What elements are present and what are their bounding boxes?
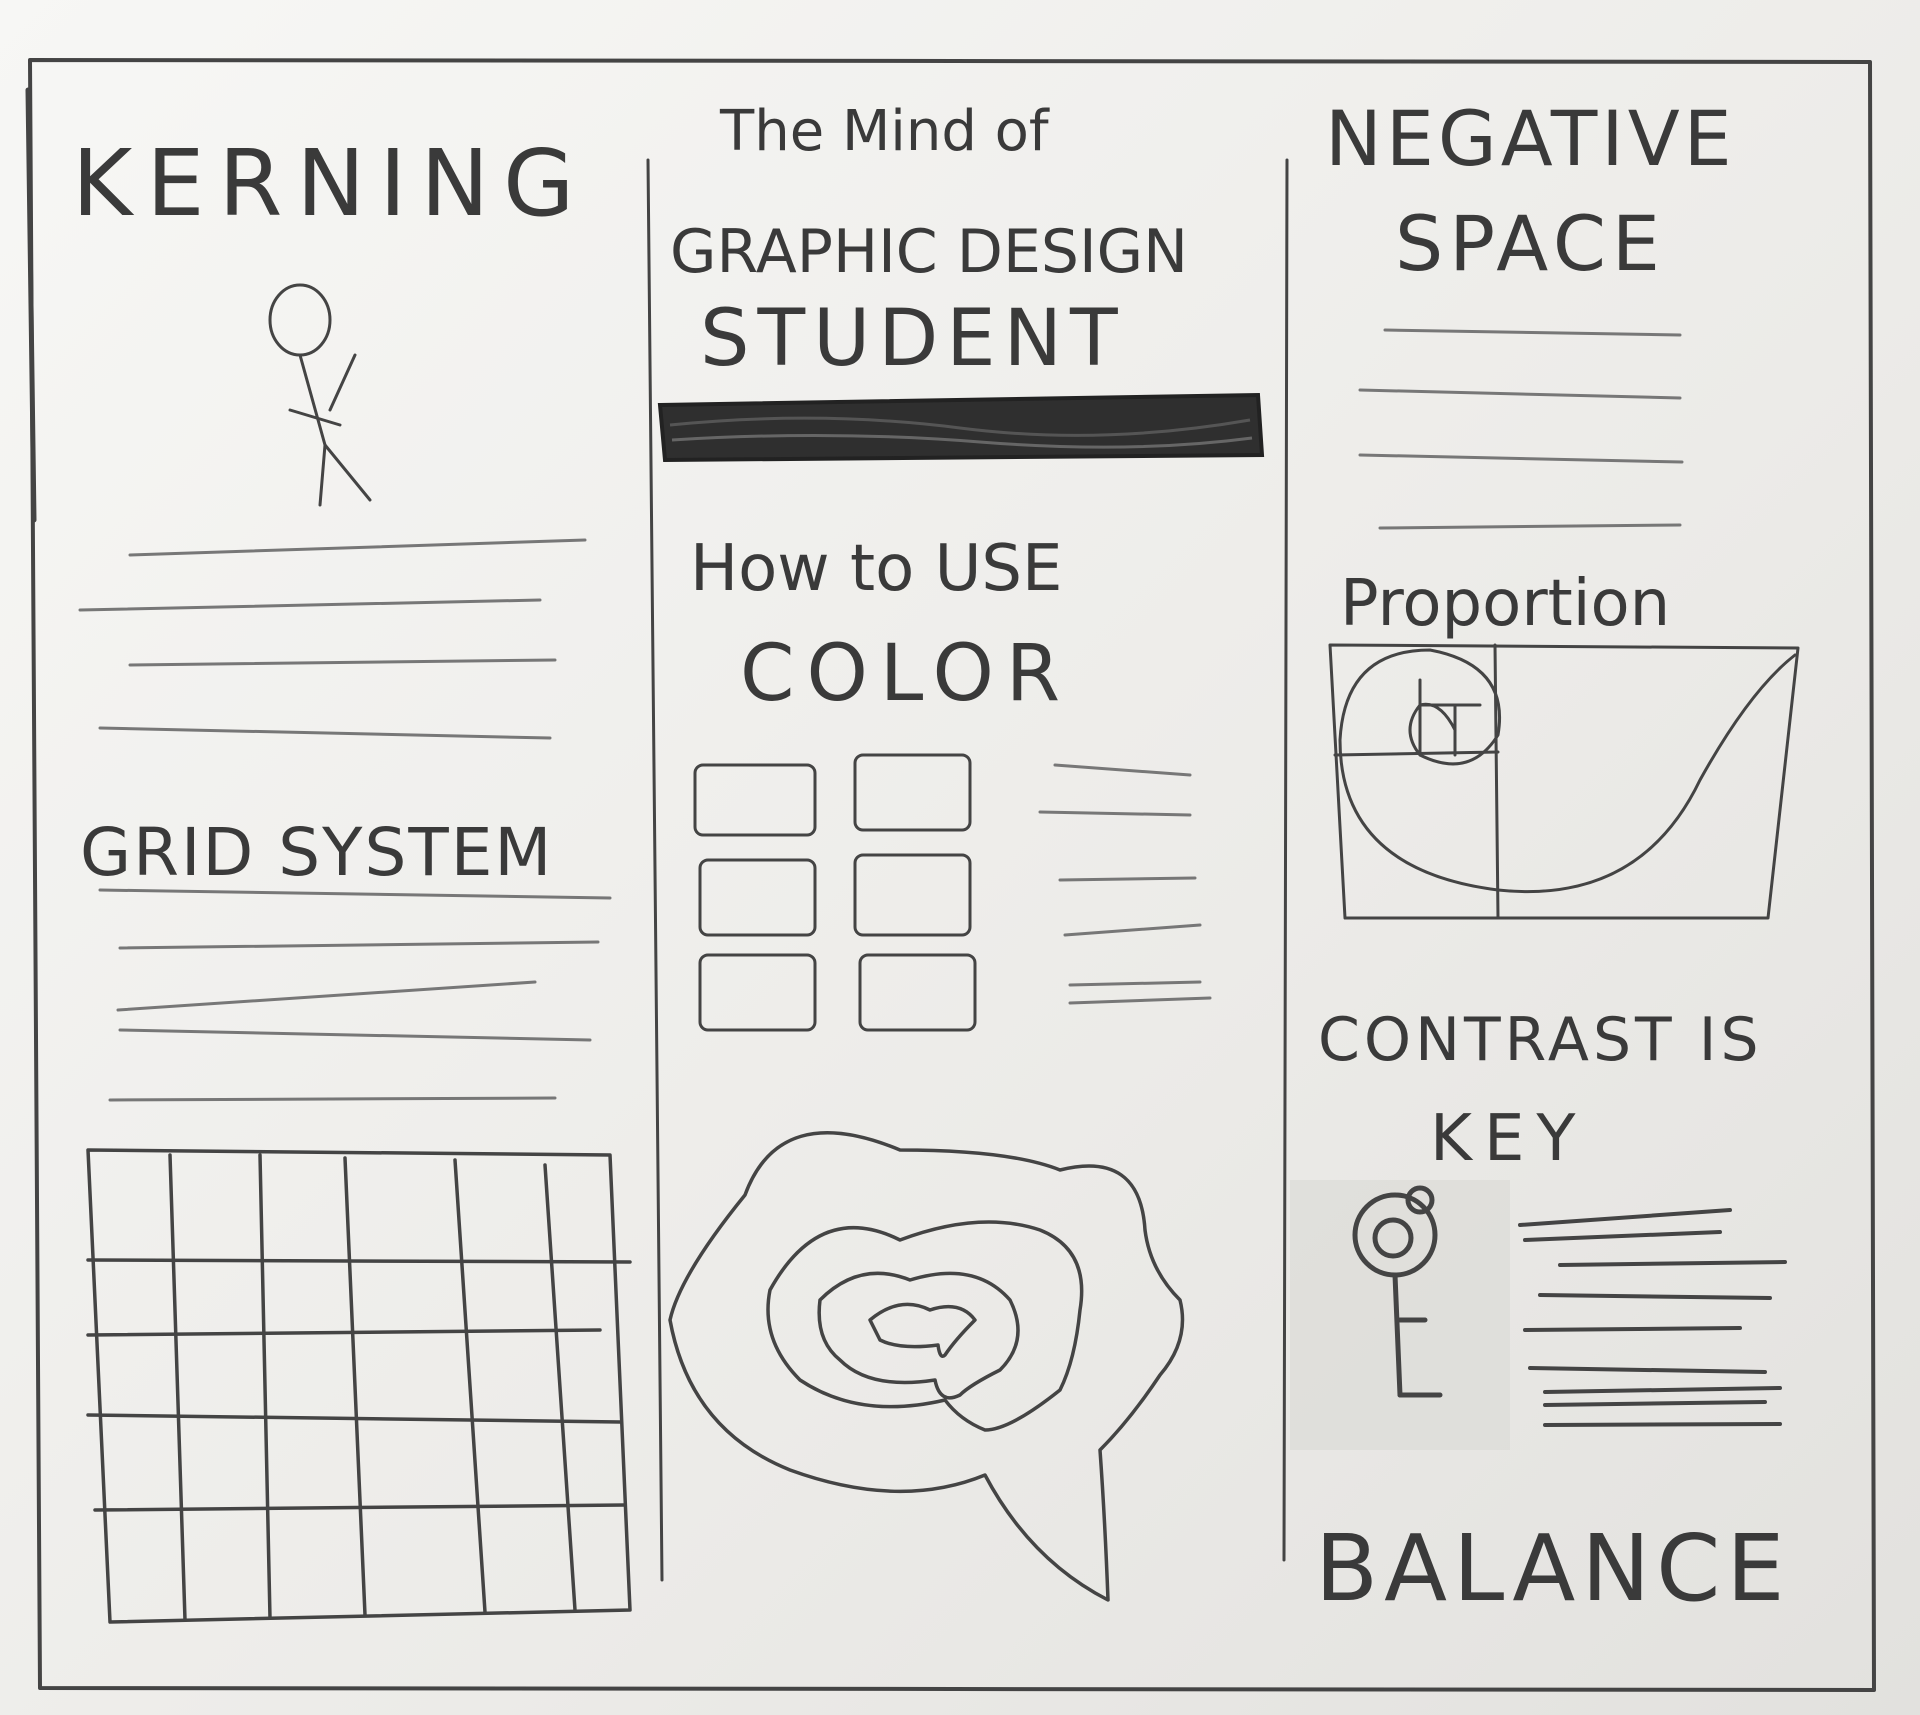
contrast-heading-line1: CONTRAST IS <box>1318 1005 1763 1075</box>
key-shading <box>1290 1180 1510 1450</box>
contrast-heading-line2: KEY <box>1430 1102 1588 1176</box>
contrast-text-lines <box>1518 1208 1787 1427</box>
title-line3: STUDENT <box>700 294 1126 384</box>
proportion-heading: Proportion <box>1340 567 1670 641</box>
brain-swirl-illustration <box>668 1131 1185 1602</box>
divider-left <box>646 158 664 1582</box>
grid-illustration <box>86 1148 632 1624</box>
title-line2: GRAPHIC DESIGN <box>670 217 1188 287</box>
kerning-heading: KERNING <box>72 130 588 237</box>
key-icon <box>1352 1185 1443 1398</box>
color-swatches <box>693 753 977 1032</box>
negative-space-heading-line2: SPACE <box>1395 199 1666 288</box>
shaded-banner <box>657 392 1265 463</box>
color-heading-line2: COLOR <box>740 629 1072 719</box>
divider-right <box>1282 158 1289 1562</box>
left-edge-accent <box>25 87 37 523</box>
negative-space-text-lines <box>1358 328 1684 530</box>
grid-system-text-lines <box>98 888 612 1102</box>
golden-ratio-illustration <box>1328 643 1800 920</box>
outer-border <box>28 58 1876 1692</box>
kerning-text-lines <box>78 538 587 740</box>
title-line1: The Mind of <box>719 99 1050 164</box>
negative-space-heading-line1: NEGATIVE <box>1325 94 1736 183</box>
grid-system-heading: GRID SYSTEM <box>80 814 553 891</box>
color-heading-line1: How to USE <box>690 532 1062 606</box>
color-text-lines <box>1038 763 1212 1005</box>
stick-figure-icon <box>268 283 372 507</box>
balance-heading: BALANCE <box>1315 1515 1791 1622</box>
